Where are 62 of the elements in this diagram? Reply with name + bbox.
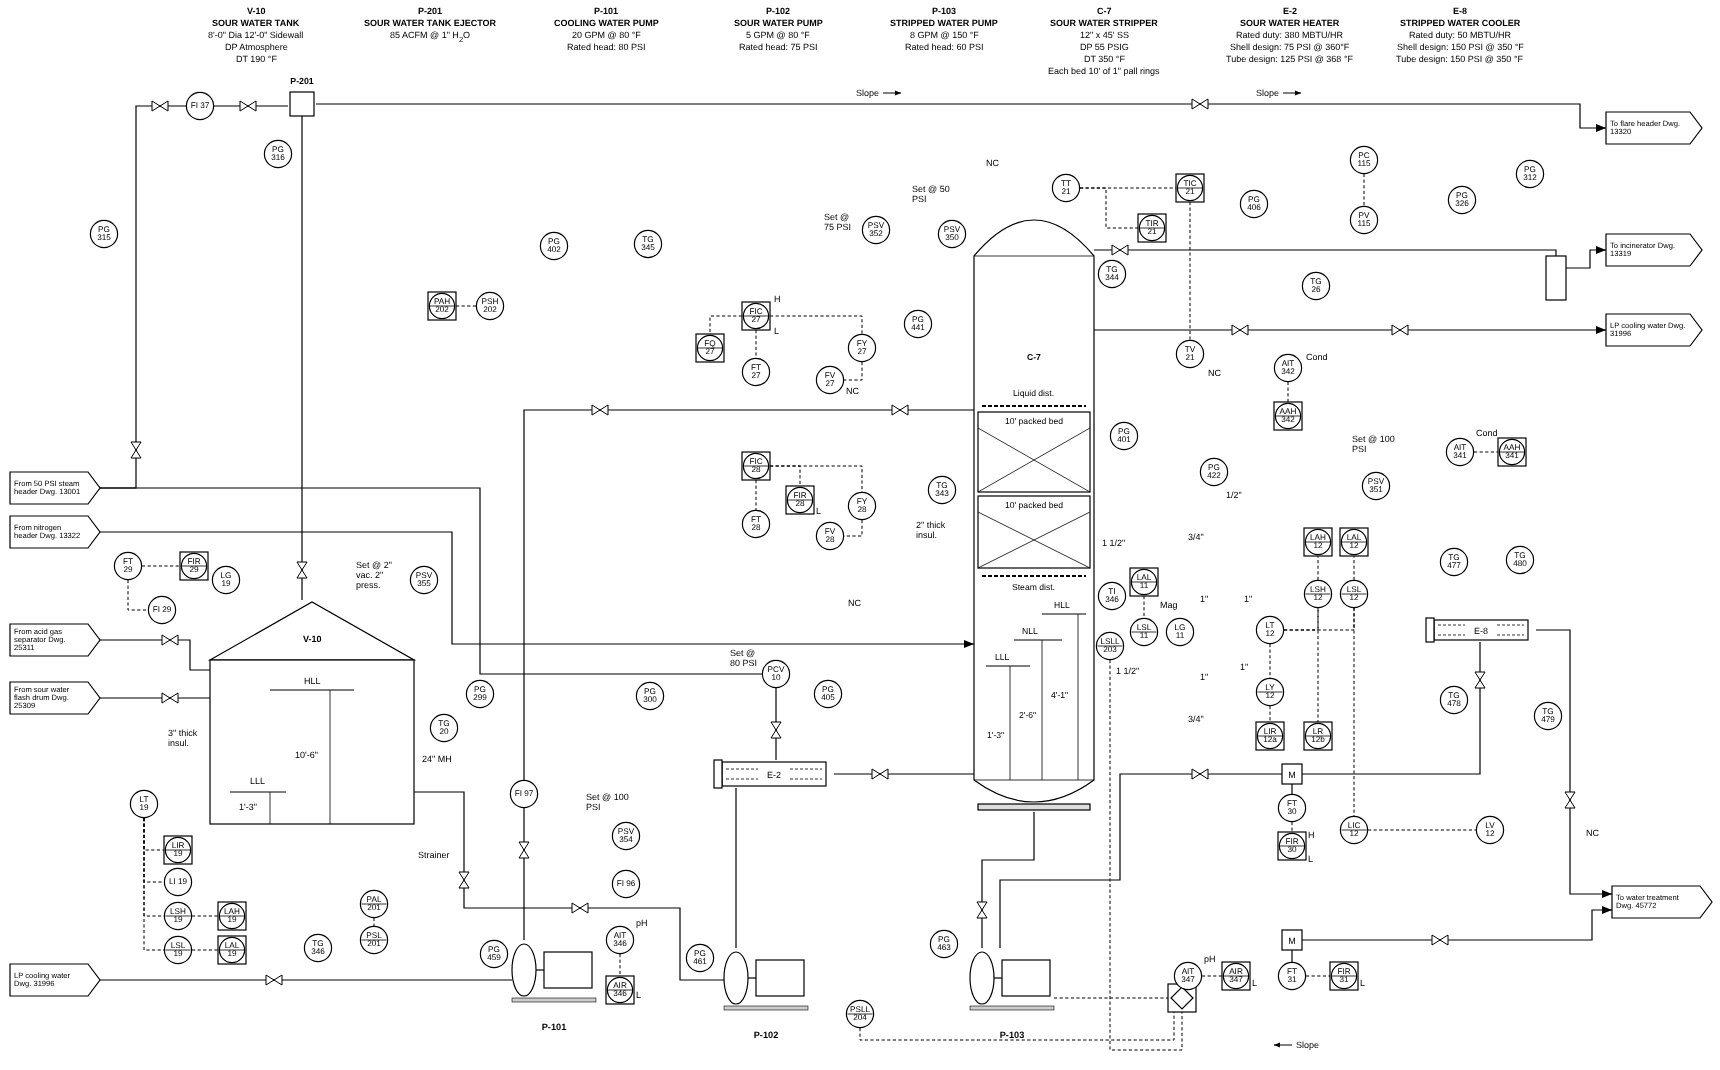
pipe-line	[833, 773, 975, 775]
signal-line	[1189, 201, 1191, 341]
signal-line	[843, 519, 863, 537]
signal-line	[1143, 595, 1145, 619]
pipe-line	[735, 787, 737, 949]
signal-line	[191, 915, 219, 917]
tank	[210, 600, 414, 824]
pipe-line	[213, 105, 289, 107]
signal-line	[1317, 555, 1319, 581]
pipe-line	[999, 773, 1283, 949]
pipe-line	[1291, 783, 1293, 795]
signal-line	[373, 917, 375, 927]
signal-line	[1283, 607, 1355, 631]
pipe-line	[1301, 906, 1613, 941]
pipe-line	[1535, 629, 1613, 898]
pipe-line	[99, 697, 211, 699]
signal-line	[1201, 975, 1223, 977]
pipe-line	[775, 687, 777, 761]
signal-line	[859, 1011, 1175, 1041]
signal-line	[1363, 173, 1365, 207]
pipe-line	[301, 115, 303, 601]
pipe-line	[99, 487, 763, 675]
pipe-line	[99, 531, 975, 648]
signal-line	[769, 465, 863, 493]
signal-line	[1269, 643, 1271, 679]
signal-line	[755, 329, 757, 359]
signal-line	[769, 315, 863, 335]
pipe-line	[413, 791, 725, 981]
pipe-line	[315, 103, 1607, 132]
pipe-line	[981, 811, 1035, 949]
pipe-line	[99, 979, 513, 981]
signal-line	[843, 361, 863, 381]
signal-line	[755, 479, 757, 511]
separator-pot	[1546, 256, 1566, 300]
stripper-column	[974, 220, 1094, 812]
signal-line	[1287, 381, 1289, 403]
signal-line	[619, 953, 621, 977]
signal-line	[141, 565, 181, 567]
signal-line	[1473, 451, 1499, 453]
signal-line	[1109, 659, 1183, 1051]
signal-line	[1269, 705, 1271, 723]
signal-line	[127, 579, 149, 611]
pipe-line	[1565, 246, 1607, 269]
signal-line	[709, 315, 743, 335]
signal-line	[1317, 607, 1319, 723]
signal-line	[143, 817, 165, 951]
pipe-line	[1093, 326, 1607, 334]
pipe-line	[99, 639, 211, 671]
signal-line	[1291, 821, 1293, 833]
signal-line	[191, 949, 219, 951]
pipe-line	[523, 807, 525, 941]
signal-line	[455, 305, 477, 307]
signal-line	[1079, 187, 1139, 229]
pipe-line	[1291, 949, 1293, 963]
pipe-line	[1301, 641, 1481, 775]
pipe-line	[1093, 249, 1557, 257]
signal-line	[1305, 975, 1331, 977]
signal-line	[1367, 829, 1477, 831]
signal-line	[1353, 555, 1355, 581]
pipe-line	[523, 409, 975, 781]
signal-line	[1053, 997, 1169, 999]
signal-line	[1353, 607, 1355, 817]
